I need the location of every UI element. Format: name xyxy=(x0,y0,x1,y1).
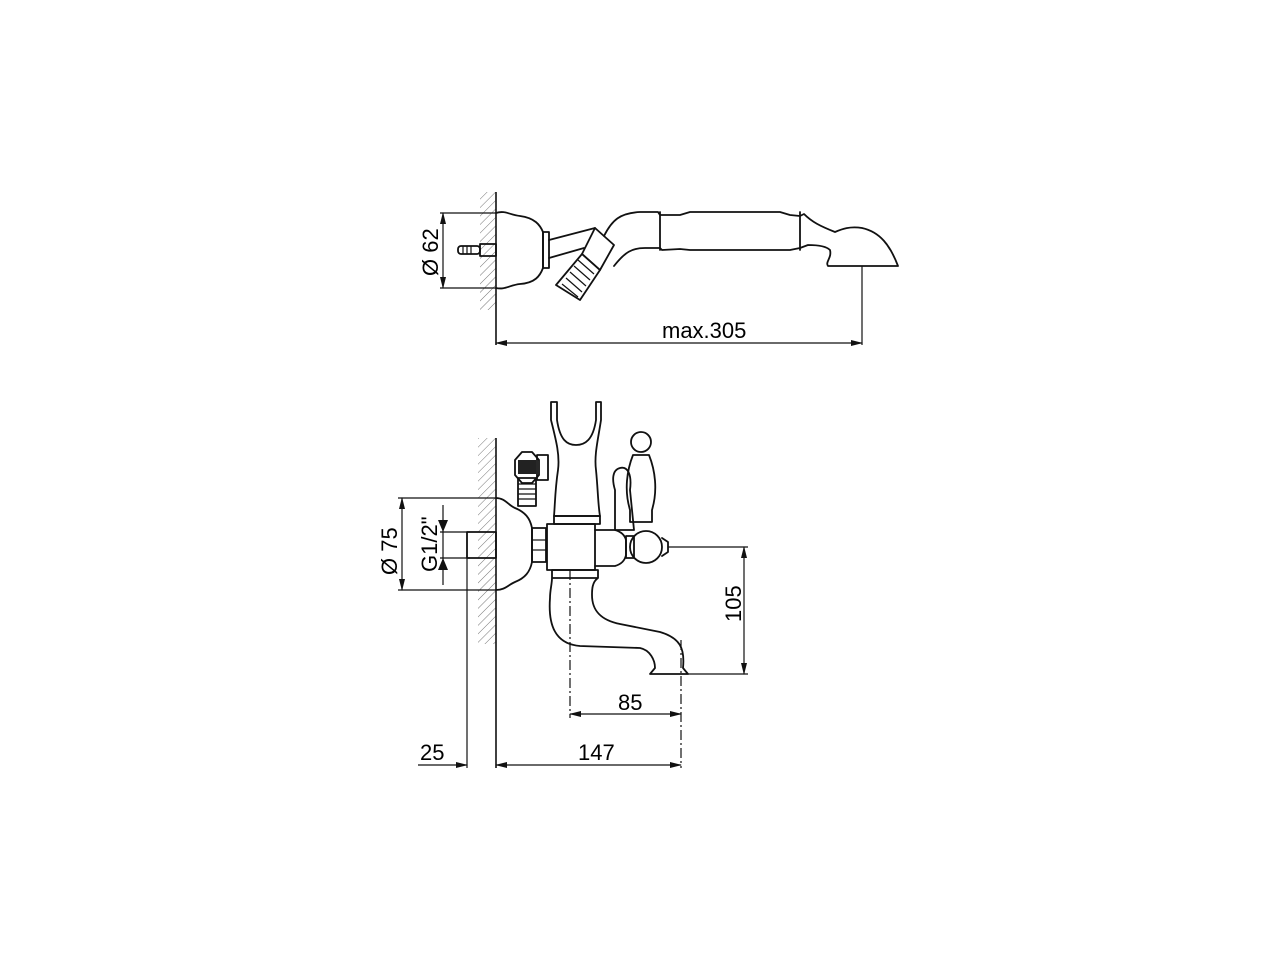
wall-hatch xyxy=(480,192,496,310)
shower-holder xyxy=(550,401,602,517)
shower-handle xyxy=(603,211,899,267)
height-105-label: 105 xyxy=(721,585,746,622)
hose-outlet xyxy=(514,451,549,507)
lever-handle xyxy=(625,431,669,564)
eccentric-connector xyxy=(466,531,497,559)
max-length-label: max.305 xyxy=(662,318,746,343)
holder-arm xyxy=(548,227,596,259)
wall-rose xyxy=(495,211,544,290)
diverter-knob xyxy=(612,466,635,531)
hand-shower-view: Ø 62 max.305 xyxy=(418,192,899,346)
mixer-side-view: Ø 75 G1/2" xyxy=(377,401,748,768)
spout xyxy=(548,569,689,675)
mixer-body xyxy=(546,523,596,571)
offset-25-label: 25 xyxy=(420,740,444,765)
wall-hatch xyxy=(478,438,496,644)
reach-85-label: 85 xyxy=(618,690,642,715)
wall-rose xyxy=(495,497,533,591)
projection-147-label: 147 xyxy=(578,740,615,765)
screw-anchor xyxy=(457,243,497,257)
thread-label: G1/2" xyxy=(417,516,442,572)
diameter-62-label: Ø 62 xyxy=(418,228,443,276)
swivel-joint xyxy=(581,227,615,271)
diameter-75-label: Ø 75 xyxy=(377,527,402,575)
hose-connector xyxy=(555,253,601,301)
